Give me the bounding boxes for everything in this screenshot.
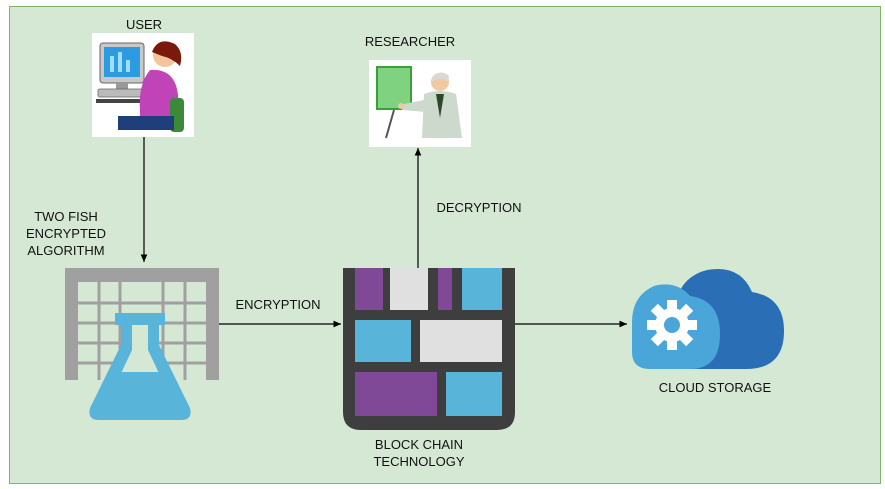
user-at-computer-icon [92, 33, 194, 137]
cloud-storage-label: CLOUD STORAGE [658, 380, 772, 395]
blockchain-blocks-icon [343, 268, 515, 430]
cloud-gear-icon [632, 268, 784, 369]
blockchain-label-line-1: BLOCK CHAIN [374, 437, 464, 452]
user-label: USER [125, 17, 163, 32]
decryption-edge-label: DECRYPTION [436, 200, 522, 215]
algorithm-label-line-2: ENCRYPTED [26, 226, 106, 241]
blockchain-label: BLOCK CHAIN TECHNOLOGY [344, 436, 494, 470]
researcher-label: RESEARCHER [364, 34, 456, 49]
algorithm-label: TWO FISH ENCRYPTED ALGORITHM [6, 208, 126, 259]
researcher-presenting-icon [369, 60, 471, 147]
algorithm-label-line-3: ALGORITHM [27, 243, 105, 258]
encryption-edge-label: ENCRYPTION [235, 297, 321, 312]
lab-flask-grid-icon [65, 268, 219, 420]
algorithm-label-line-1: TWO FISH [34, 209, 98, 224]
blockchain-label-line-2: TECHNOLOGY [373, 454, 465, 469]
